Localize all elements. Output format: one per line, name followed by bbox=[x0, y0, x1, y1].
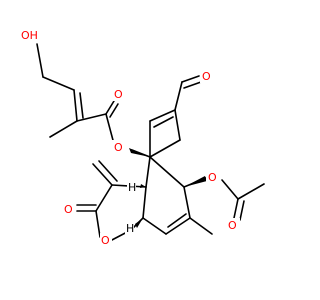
stereo-wedges bbox=[129, 148, 207, 228]
bond bbox=[149, 156, 185, 188]
lactone-carbonyl-oxygen: O bbox=[64, 203, 73, 216]
bond bbox=[174, 81, 183, 111]
bond bbox=[145, 156, 151, 188]
acetate-ester-oxygen: O bbox=[208, 171, 217, 184]
hydroxyl-label: OH bbox=[21, 29, 38, 42]
bond bbox=[189, 217, 213, 235]
bond bbox=[109, 103, 119, 118]
bond bbox=[36, 43, 44, 78]
atom-labels: OH O O O O O O O H H bbox=[20, 28, 240, 247]
bond bbox=[98, 160, 118, 182]
bond bbox=[149, 109, 176, 122]
wedge-bond bbox=[140, 184, 146, 188]
bond bbox=[95, 184, 113, 212]
bond bbox=[142, 217, 167, 235]
bond bbox=[105, 113, 115, 145]
bond bbox=[95, 210, 101, 238]
aldehyde-oxygen: O bbox=[202, 70, 211, 83]
wedge-bond bbox=[135, 218, 143, 228]
bond bbox=[42, 76, 75, 91]
bond bbox=[174, 109, 181, 141]
bond bbox=[165, 217, 191, 235]
bond bbox=[233, 198, 239, 219]
bond bbox=[183, 81, 202, 89]
bond bbox=[149, 139, 181, 158]
bond bbox=[221, 179, 239, 200]
bond bbox=[76, 113, 107, 122]
bond bbox=[237, 183, 265, 200]
bond bbox=[239, 200, 245, 221]
bond bbox=[153, 116, 174, 128]
stereo-hydrogen-label: H bbox=[128, 181, 136, 194]
bond bbox=[105, 100, 115, 115]
bond bbox=[181, 75, 200, 83]
bond bbox=[142, 186, 147, 219]
wedge-bond bbox=[184, 176, 207, 187]
ester-oxygen: O bbox=[114, 141, 123, 154]
stereo-hydrogen-label: H bbox=[126, 222, 134, 235]
ester-carbonyl-oxygen: O bbox=[114, 88, 123, 101]
wedge-bond bbox=[129, 148, 150, 157]
bond bbox=[79, 92, 84, 119]
bond bbox=[73, 89, 78, 122]
bond bbox=[49, 120, 78, 138]
lactone-ring-oxygen: O bbox=[101, 234, 110, 247]
bonds bbox=[36, 43, 265, 242]
bond bbox=[92, 163, 113, 186]
bond bbox=[167, 213, 187, 228]
chemical-structure: OH O O O O O O O H H bbox=[20, 28, 265, 247]
acetate-carbonyl-oxygen: O bbox=[228, 219, 237, 232]
bond bbox=[183, 186, 191, 219]
